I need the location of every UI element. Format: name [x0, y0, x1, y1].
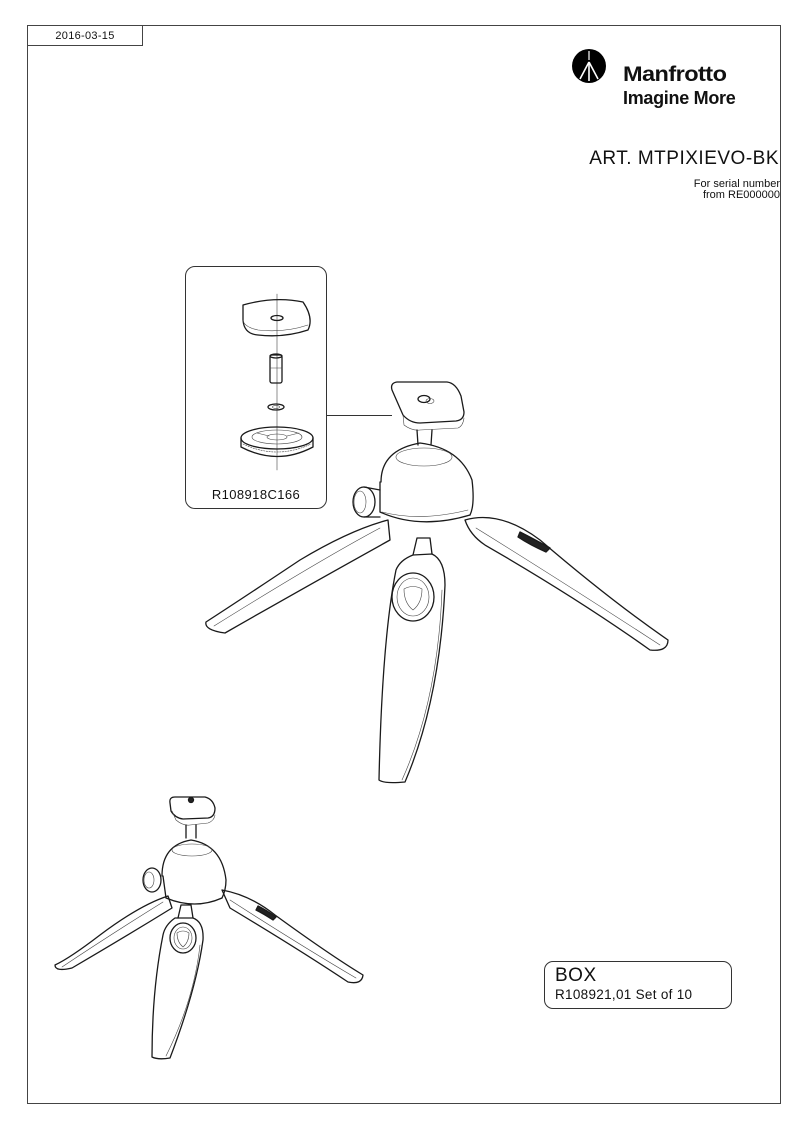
- brand-tagline: Imagine More: [623, 88, 736, 108]
- detail-kit-code: R108918C166: [211, 487, 301, 502]
- leader-line: [327, 415, 392, 416]
- serial-note-line1: For serial number: [693, 178, 780, 190]
- article-number: ART. MTPIXIEVO-BK: [589, 148, 779, 169]
- page-frame: [27, 25, 781, 1104]
- box-code: R108921,01 Set of 10: [555, 987, 693, 1002]
- tripod-main-illustration: [205, 381, 669, 784]
- tripod-small-illustration: [54, 796, 364, 1060]
- document-date: 2016-03-15: [55, 29, 115, 42]
- box-title: BOX: [555, 965, 597, 986]
- detail-kit-box: R108918C166: [185, 266, 327, 509]
- serial-note-line2: from RE000000: [702, 189, 780, 201]
- brand-logo: Manfrotto Imagine More: [569, 48, 774, 116]
- box-label: BOX R108921,01 Set of 10: [544, 961, 732, 1009]
- serial-note: For serial number from RE000000: [694, 179, 780, 201]
- brand-name: Manfrotto: [623, 63, 727, 86]
- exploded-parts-icon: [240, 293, 314, 471]
- manfrotto-tripod-logo-icon: [572, 49, 606, 83]
- date-box: 2016-03-15: [27, 25, 143, 46]
